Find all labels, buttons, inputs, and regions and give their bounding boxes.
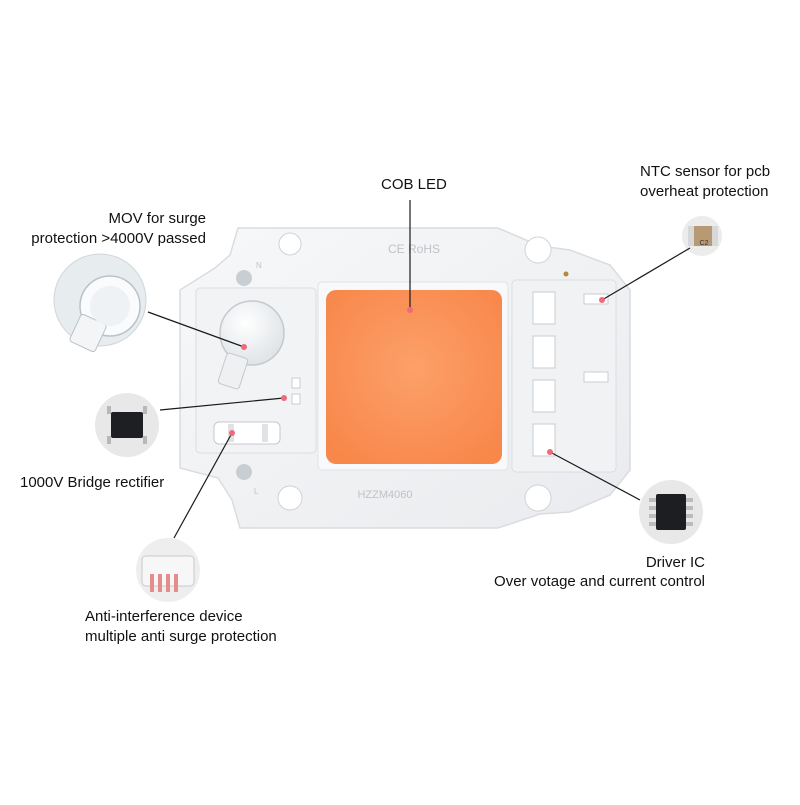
marker-mov [241,344,247,350]
marker-anti [229,430,235,436]
callout-label-driver-line1: Driver IC [645,554,705,571]
driver-ic-inset [639,480,703,544]
marker-bridge [281,395,287,401]
ntc-pad [583,371,609,383]
mounting-hole-bottom-right [524,484,552,512]
pin-label-l: L [254,487,259,496]
callout-line-ntc [601,247,691,301]
smd-pad [291,377,301,389]
driver-pad [532,335,556,369]
marker-driver [547,449,553,455]
callout-line-mov [147,311,245,348]
mounting-hole-top-right [524,236,552,264]
callout-label-bridge: 1000V Bridge rectifier [20,474,165,491]
pad-n [236,270,252,286]
ntc-code: C2 [700,240,709,247]
pin-label-n: N [256,261,262,270]
board-marking-top: CE RoHS [388,242,440,256]
callout-label-anti-line2: multiple anti surge protection [85,628,277,645]
callout-label-mov-line2: protection >4000V passed [31,230,206,247]
mov-component [219,300,285,366]
mov-leg [217,352,249,390]
callout-label-ntc-line1: NTC sensor for pcb [640,163,771,180]
callout-label-anti-line1: Anti-interference device [85,608,243,625]
anti-interference-component [213,421,281,445]
bridge-rectifier-inset [95,393,159,457]
cob-led-chip [326,290,502,464]
smd-pad [291,393,301,405]
mounting-hole-top-left [278,232,302,256]
mov-inset [53,253,147,353]
anti-interference-inset [136,538,200,602]
ntc-pad [583,293,609,305]
fiducial-dot [563,271,569,277]
driver-pad [532,423,556,457]
ntc-sensor-inset: C2 [682,216,722,256]
callout-label-cob-led: COB LED [381,176,447,193]
pad-l [236,464,252,480]
callout-label-driver-line2: Over votage and current control [494,573,705,590]
callout-line-bridge [159,397,285,411]
anti-interference-band [262,424,268,442]
callout-line-driver [549,451,641,501]
callout-label-ntc-line2: overheat protection [640,183,769,200]
driver-pad [532,379,556,413]
driver-pad [532,291,556,325]
callout-line-anti [173,432,233,539]
mounting-hole-bottom-left [277,485,303,511]
marker-ntc [599,297,605,303]
board-marking-bottom: HZZM4060 [357,489,412,501]
marker-cob-led [407,307,413,313]
callout-label-mov-line1: MOV for surge [108,210,206,227]
